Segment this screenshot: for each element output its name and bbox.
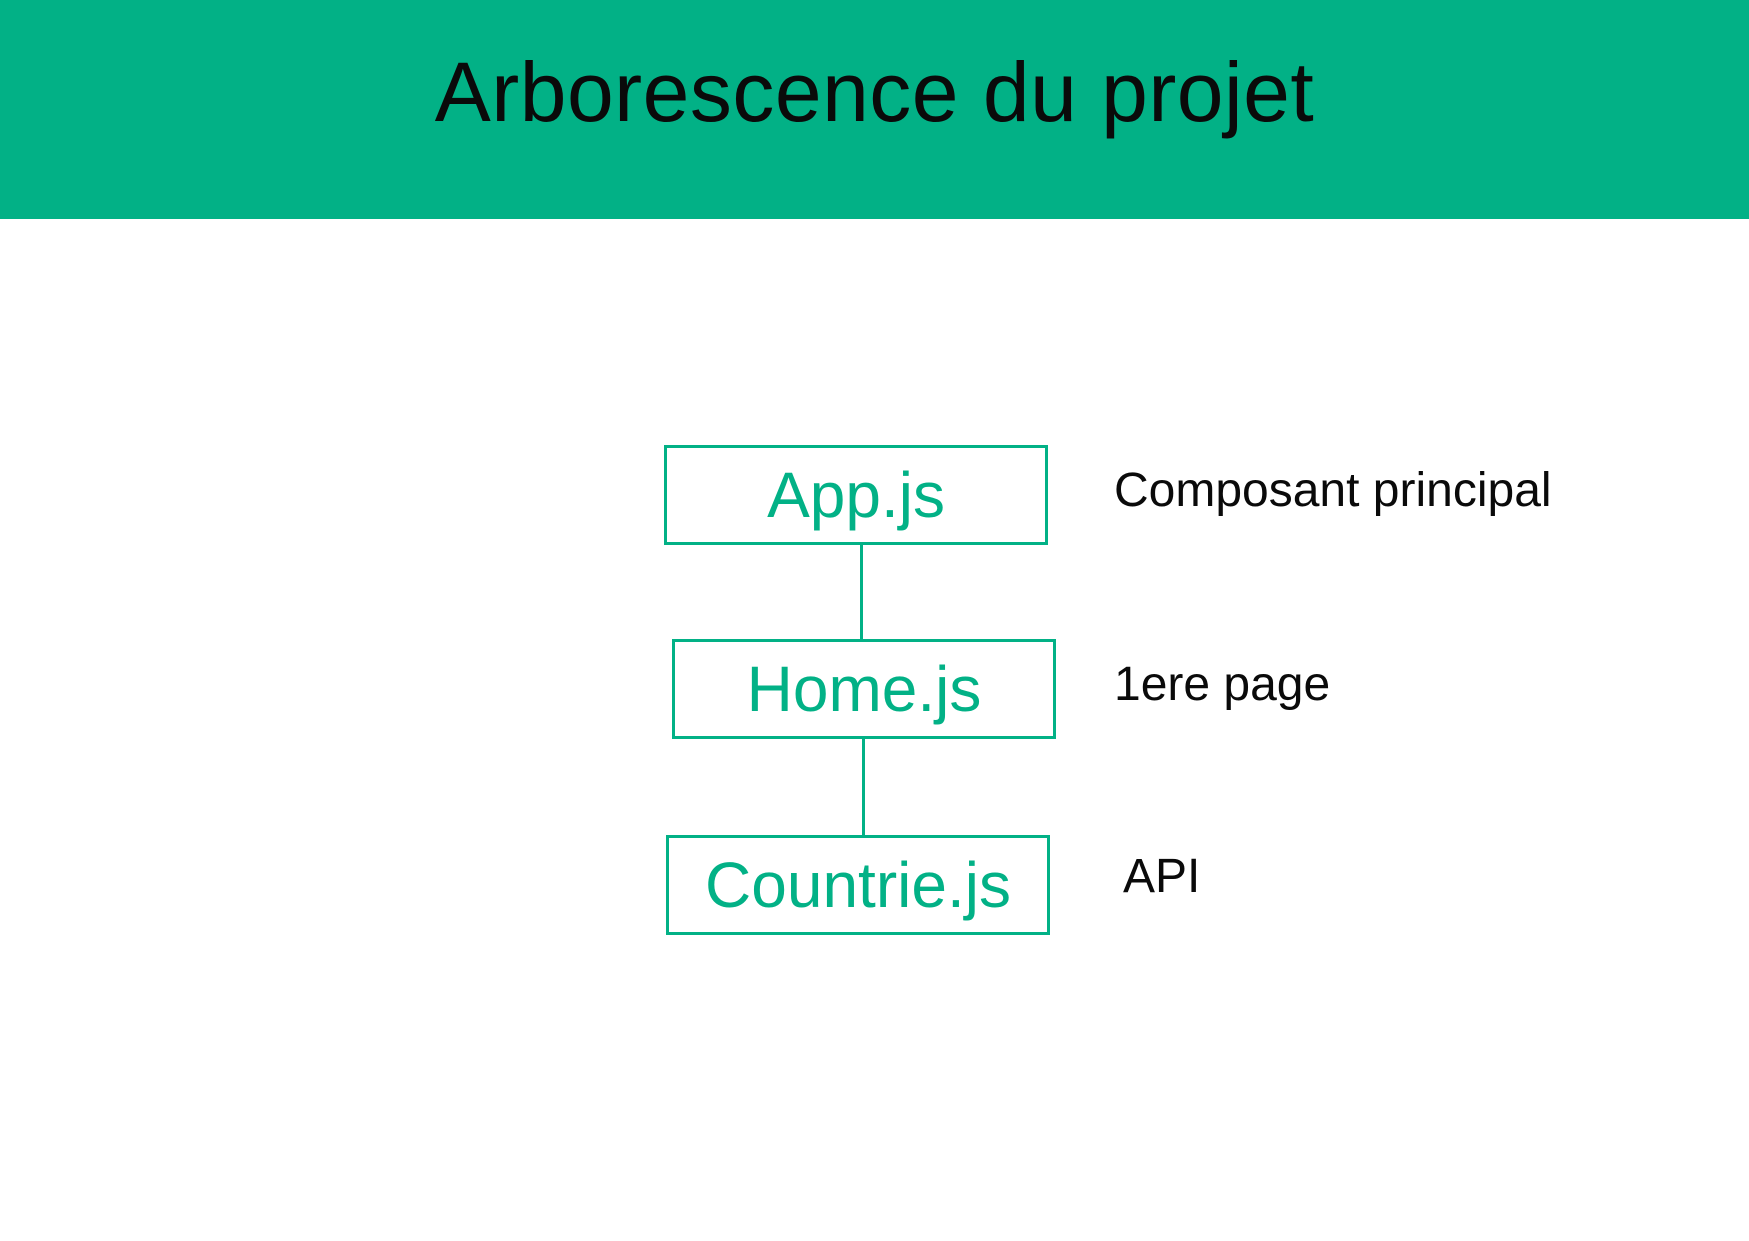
header-band: Arborescence du projet bbox=[0, 0, 1749, 219]
tree-node-description: Composant principal bbox=[1114, 464, 1552, 517]
connector-app-home bbox=[860, 543, 863, 641]
tree-node-description: API bbox=[1123, 850, 1201, 903]
tree-node-label: Home.js bbox=[746, 653, 982, 725]
tree-node-app: App.js bbox=[664, 445, 1048, 545]
tree-node-label: Countrie.js bbox=[705, 849, 1011, 921]
tree-node-countrie: Countrie.js bbox=[666, 835, 1050, 935]
tree-node-description: 1ere page bbox=[1114, 658, 1331, 711]
slide-title: Arborescence du projet bbox=[434, 45, 1315, 139]
tree-node-label: App.js bbox=[767, 459, 945, 531]
connector-home-countrie bbox=[862, 737, 865, 837]
tree-node-home: Home.js bbox=[672, 639, 1056, 739]
